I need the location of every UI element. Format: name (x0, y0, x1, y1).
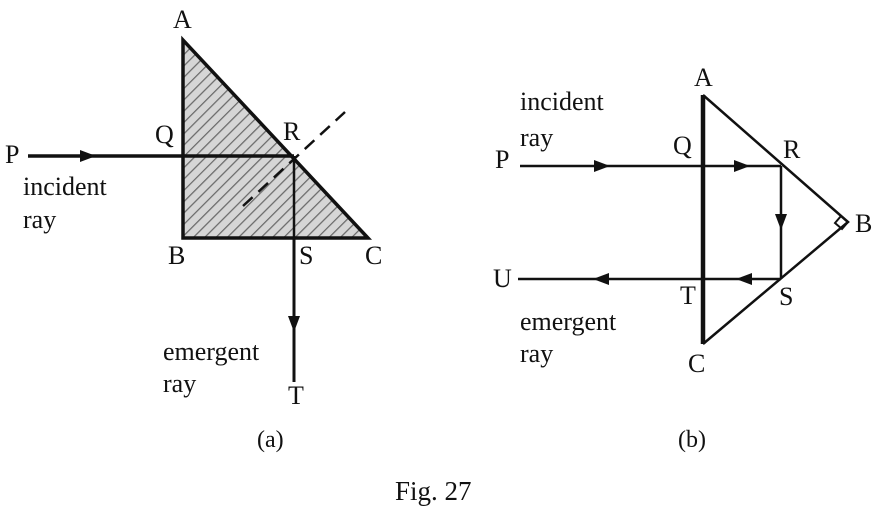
incident-ray-label-2: ray (23, 205, 56, 234)
panel-b: A Q R P B U T S C incident ray emergent … (493, 63, 872, 453)
emergent-ray-label-b: emergent (520, 307, 617, 336)
arrowhead-emergent-b-1 (736, 273, 752, 285)
emergent-ray-label: emergent (163, 337, 260, 366)
panel-a: A Q R P B S C T incident ray emergent ra… (5, 5, 382, 453)
figure-caption: Fig. 27 (395, 476, 472, 506)
point-label-a-b: A (694, 63, 713, 92)
point-label-p: P (5, 140, 19, 169)
panel-b-caption: (b) (678, 427, 706, 453)
point-label-q: Q (155, 120, 174, 149)
prism-a (181, 35, 373, 240)
arrowhead-internal-b (775, 214, 787, 230)
arrowhead-incident-a (80, 150, 96, 162)
incident-ray-label-b-2: ray (520, 123, 553, 152)
arrowhead-incident-b-1 (594, 160, 610, 172)
emergent-ray-label-2: ray (163, 369, 196, 398)
arrowhead-incident-b-2 (734, 160, 750, 172)
point-label-q-b: Q (673, 131, 692, 160)
point-label-r: R (283, 117, 301, 146)
point-label-a: A (173, 5, 192, 34)
arrowhead-emergent-a (288, 316, 300, 332)
point-label-c-b: C (688, 349, 705, 378)
emergent-ray-label-b-2: ray (520, 339, 553, 368)
point-label-t: T (288, 381, 304, 410)
point-label-b-b: B (855, 209, 872, 238)
incident-ray-label: incident (23, 172, 108, 201)
panel-a-caption: (a) (257, 427, 284, 453)
point-label-b: B (168, 241, 185, 270)
point-label-t-b: T (680, 281, 696, 310)
point-label-u-b: U (493, 264, 512, 293)
arrowhead-emergent-b-2 (593, 273, 609, 285)
point-label-s-b: S (779, 282, 793, 311)
incident-ray-label-b: incident (520, 87, 605, 116)
point-label-c: C (365, 241, 382, 270)
prism-b-faces (702, 94, 850, 345)
point-label-r-b: R (783, 135, 801, 164)
point-label-p-b: P (495, 145, 509, 174)
point-label-s: S (299, 241, 313, 270)
right-angle-marker (833, 214, 850, 231)
